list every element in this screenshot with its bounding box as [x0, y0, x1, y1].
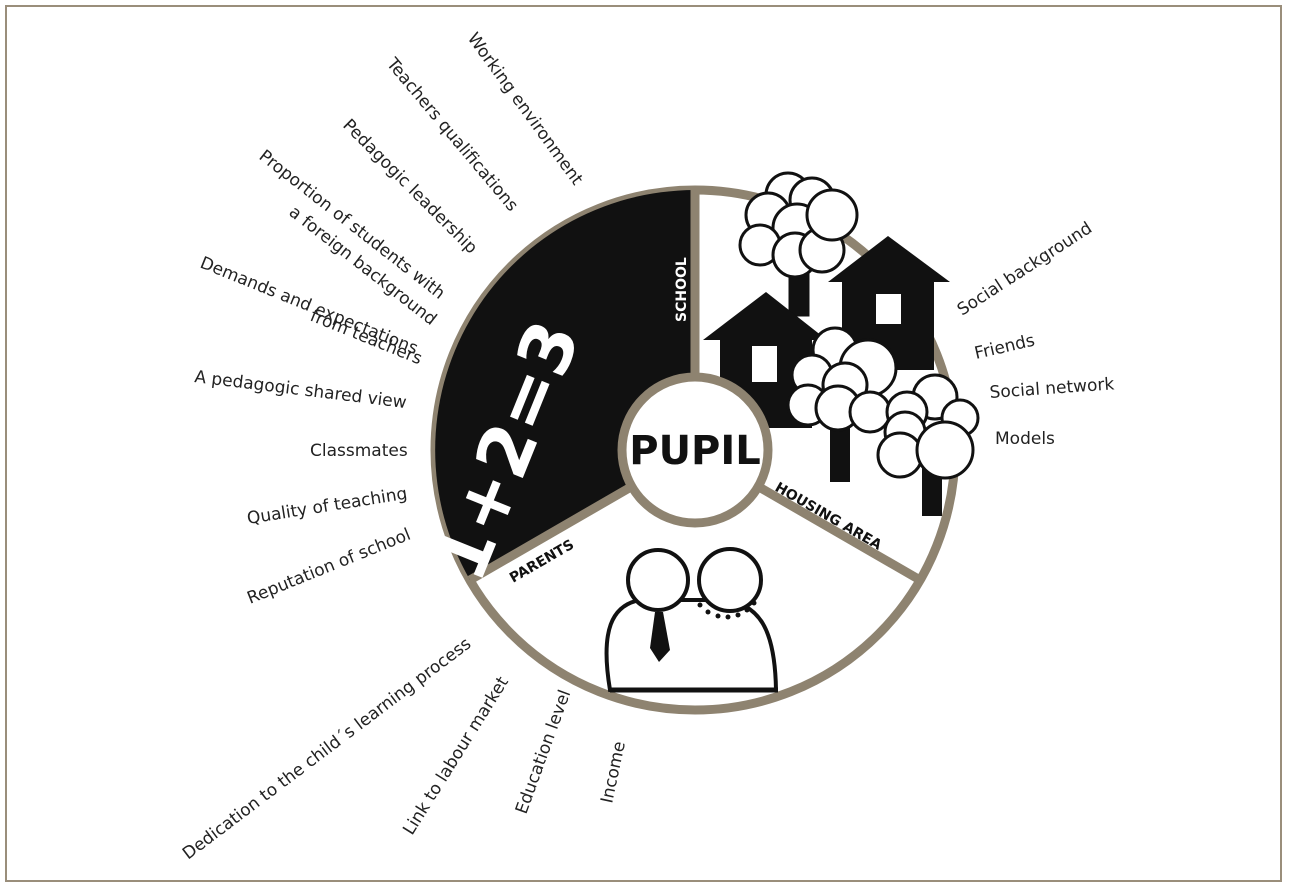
center-label: PUPIL: [629, 428, 760, 474]
factor-housing: Models: [995, 429, 1055, 449]
factor-parents: Link to labour market: [399, 673, 513, 839]
parents-icon: [604, 547, 779, 693]
factor-school: Classmates: [310, 441, 408, 461]
factor-housing: Social network: [989, 374, 1115, 403]
factor-housing: Social background: [954, 218, 1096, 320]
factor-parents: Dedication to the child´s learning proce…: [179, 634, 475, 864]
factor-school: Proportion of students with: [255, 146, 449, 304]
center-circle: [617, 372, 773, 528]
houses-and-trees-icon: [703, 171, 980, 516]
segment-label-school: SCHOOL: [674, 257, 690, 322]
factor-parents: Income: [597, 740, 630, 805]
factor-school: Quality of teaching: [246, 484, 409, 529]
factor-parents: Education level: [512, 687, 575, 816]
factor-housing: Friends: [973, 331, 1037, 364]
factor-school: A pedagogic shared view: [193, 367, 407, 413]
factor-school: Reputation of school: [244, 525, 413, 609]
